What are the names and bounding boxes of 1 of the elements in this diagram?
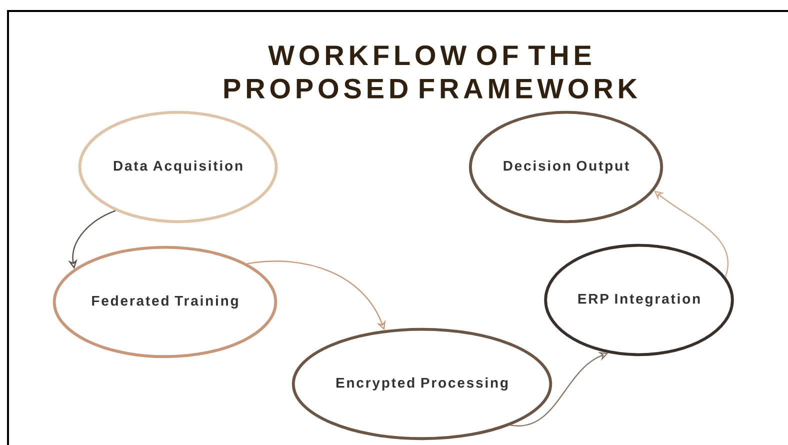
title: WORKFLOW OF THE PROPOSED FRAMEWORK xyxy=(224,45,638,99)
